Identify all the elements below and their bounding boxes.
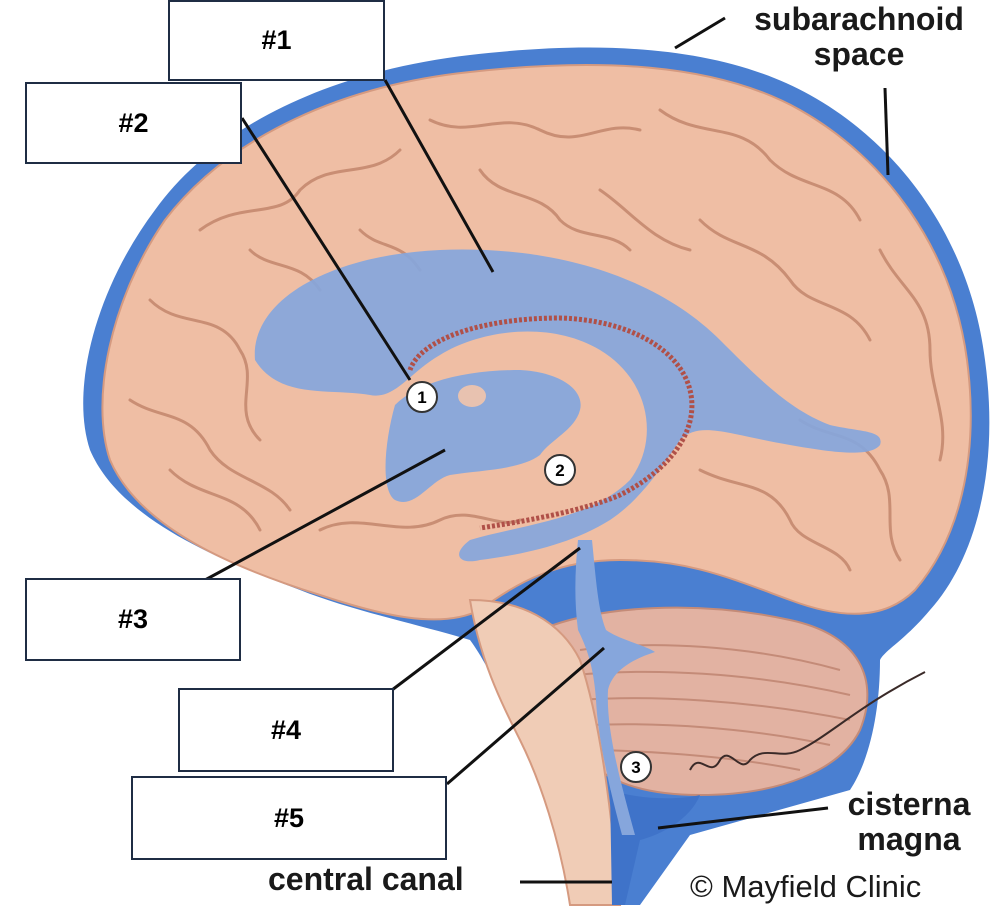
marker-3-text: 3 (631, 758, 640, 777)
label-box-3[interactable]: #3 (25, 578, 241, 661)
marker-2: 2 (544, 454, 576, 486)
label-box-2[interactable]: #2 (25, 82, 242, 164)
leader-lines (204, 16, 890, 884)
label-box-1[interactable]: #1 (168, 0, 385, 81)
artist-signature (689, 671, 926, 771)
foramen-hole (458, 385, 486, 407)
marker-1-text: 1 (417, 388, 426, 407)
subarachnoid-line2: space (813, 35, 905, 72)
copyright-label: © Mayfield Clinic (690, 869, 922, 904)
subarachnoid-line1: subarachnoid (754, 1, 964, 37)
subarachnoid-space-label: subarachnoid space (728, 2, 990, 71)
cisterna-line2: magna (857, 820, 961, 857)
label-box-5[interactable]: #5 (131, 776, 447, 860)
aqueduct-fourth-ventricle (575, 540, 655, 835)
marker-3: 3 (620, 751, 652, 783)
cisterna-line1: cisterna (847, 786, 971, 822)
choroid-plexus (407, 315, 695, 531)
gyrus-lines (128, 108, 945, 572)
lateral-ventricle (254, 249, 881, 562)
central-canal-label: central canal (268, 861, 464, 897)
cisterna-magna-label: cisterna magna (826, 787, 992, 856)
marker-1: 1 (406, 381, 438, 413)
cisterna-magna (610, 790, 700, 905)
marker-2-text: 2 (555, 461, 564, 480)
cerebrum (101, 63, 972, 621)
label-box-4[interactable]: #4 (178, 688, 394, 772)
